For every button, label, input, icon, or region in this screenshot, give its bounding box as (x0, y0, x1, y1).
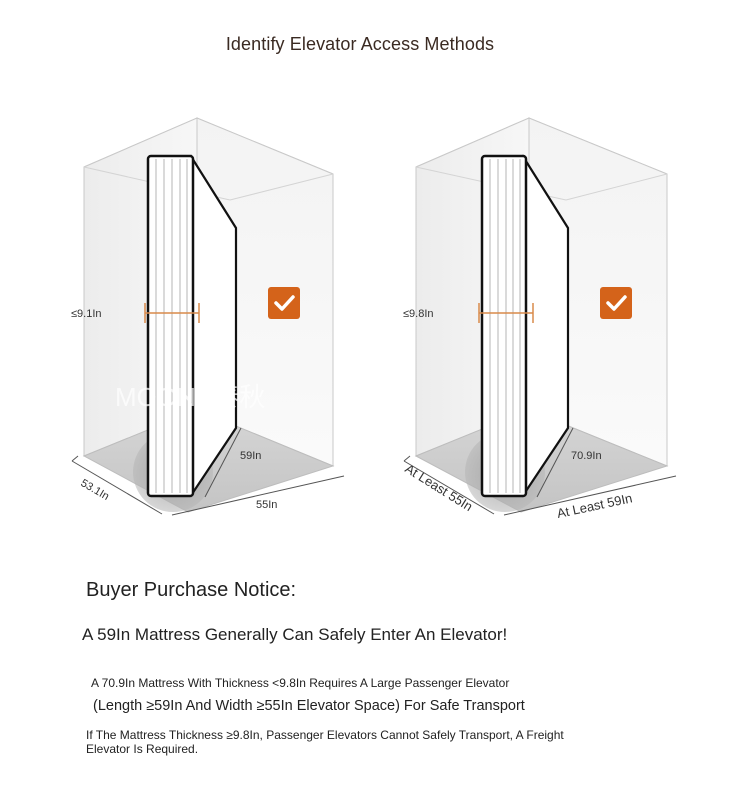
right-mattress (480, 154, 528, 498)
elevator-diagrams: ≤9.1In 59In 53.1In 55In ≤9.8In 70.9In (71, 117, 677, 521)
notice-line-1: A 70.9In Mattress With Thickness <9.8In … (91, 676, 510, 690)
check-icon (600, 287, 632, 319)
notice-line-3: If The Mattress Thickness ≥9.8In, Passen… (86, 728, 564, 756)
right-elevator: ≤9.8In 70.9In At Least 55In At Least 59I… (402, 117, 677, 521)
right-mattress-width-label: 70.9In (571, 450, 602, 462)
check-icon (268, 287, 300, 319)
right-thickness-label: ≤9.8In (403, 308, 434, 320)
notice-main: A 59In Mattress Generally Can Safely Ent… (82, 625, 508, 644)
page-title: Identify Elevator Access Methods (225, 34, 495, 54)
left-thickness-label: ≤9.1In (71, 308, 102, 320)
left-elevator: ≤9.1In 59In 53.1In 55In (71, 117, 345, 516)
left-mattress (146, 154, 195, 498)
left-mattress-width-label: 59In (240, 450, 261, 462)
watermark: MOONB秦秋 (115, 382, 265, 412)
left-floor-width-label: 55In (256, 499, 277, 511)
notice-heading: Buyer Purchase Notice: (86, 579, 297, 601)
notice-line-2: (Length ≥59In And Width ≥55In Elevator S… (93, 698, 525, 714)
